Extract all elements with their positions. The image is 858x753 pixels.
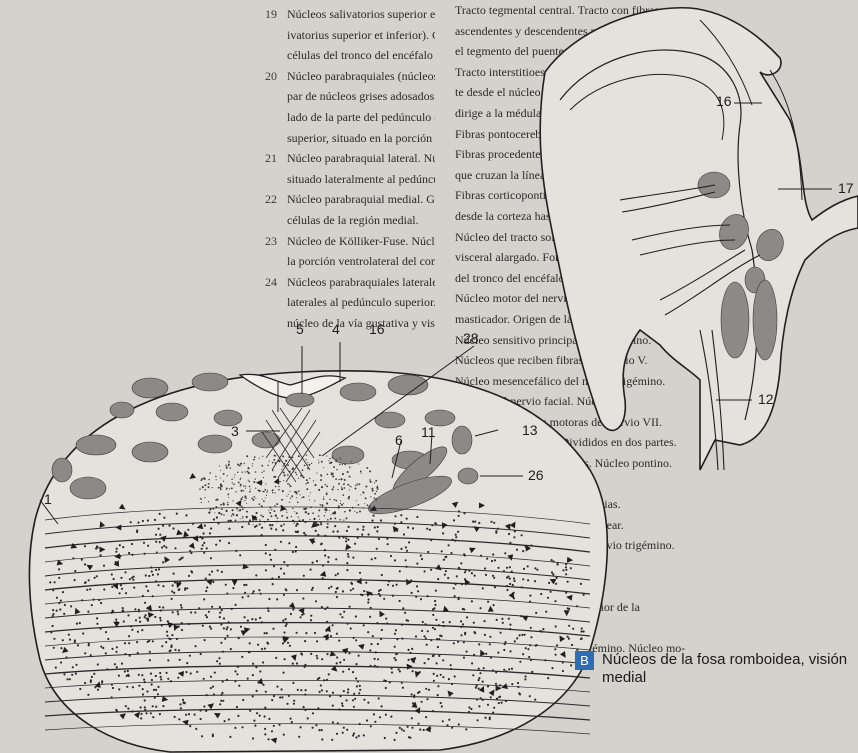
nucleus-oval bbox=[110, 402, 134, 418]
nucleus-elongated bbox=[753, 280, 777, 360]
label-12: 12 bbox=[758, 391, 774, 407]
label-16-brainstem: 16 bbox=[716, 93, 732, 109]
label-1: 1 bbox=[44, 491, 52, 507]
nucleus-oval bbox=[332, 446, 364, 464]
nucleus-oval bbox=[198, 435, 232, 453]
nucleus-oval bbox=[132, 442, 168, 462]
label-28: 28 bbox=[463, 330, 479, 346]
caption-badge: B bbox=[575, 651, 594, 670]
nucleus-oval bbox=[76, 435, 116, 455]
nucleus-oval bbox=[70, 477, 106, 499]
nucleus-oval bbox=[458, 468, 478, 484]
label-11: 11 bbox=[421, 424, 436, 440]
label-17: 17 bbox=[838, 180, 854, 196]
label-6: 6 bbox=[395, 432, 403, 448]
label-16-pons: 16 bbox=[369, 321, 385, 337]
label-13: 13 bbox=[522, 422, 538, 438]
nucleus-oval bbox=[340, 383, 376, 401]
label-5: 5 bbox=[296, 321, 304, 337]
label-4: 4 bbox=[332, 321, 340, 337]
caption-text: Núcleos de la fosa romboidea, visión med… bbox=[602, 651, 852, 687]
nucleus-oval bbox=[132, 378, 168, 398]
nucleus-oval bbox=[52, 458, 72, 482]
nucleus-oval bbox=[192, 373, 228, 391]
nucleus-oval bbox=[156, 403, 188, 421]
pons-cross-section bbox=[29, 342, 607, 752]
brainstem-outline bbox=[540, 8, 858, 470]
label-26: 26 bbox=[528, 467, 544, 483]
nucleus-oval bbox=[452, 426, 472, 454]
nucleus-oval bbox=[286, 393, 314, 407]
nucleus-oval bbox=[388, 375, 428, 395]
brainstem-medial-view bbox=[540, 8, 858, 470]
nucleus-elongated bbox=[721, 282, 749, 358]
figure-caption: B Núcleos de la fosa romboidea, visión me… bbox=[575, 651, 858, 687]
label-3: 3 bbox=[231, 423, 239, 439]
